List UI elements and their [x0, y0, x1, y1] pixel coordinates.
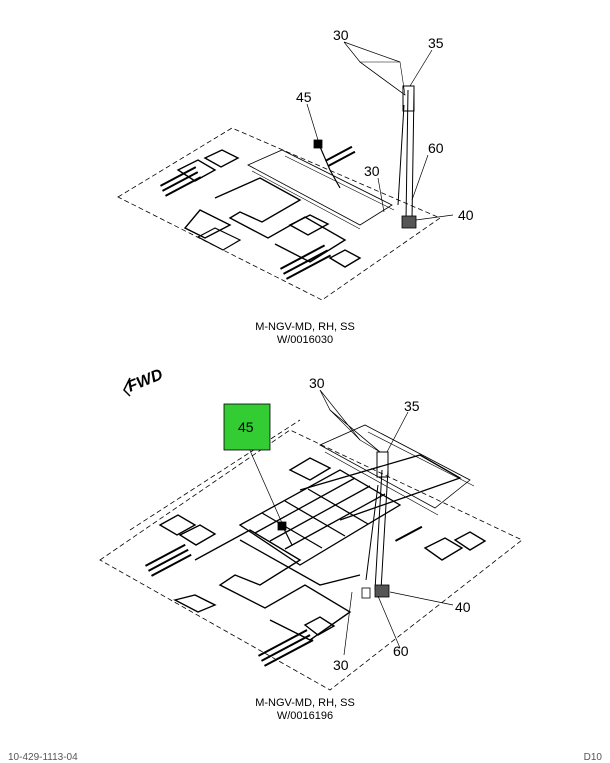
diagram-2-callouts: 30 35 45 40 60 30	[238, 375, 471, 673]
diagram-2	[99, 389, 523, 691]
caption-1-line2: W/0016030	[276, 334, 334, 346]
callout-60: 60	[428, 140, 444, 156]
caption-1: M-NGV-MD, RH, SS W/0016030	[0, 321, 610, 347]
floor-panel-1	[117, 127, 441, 301]
callout-35: 35	[428, 35, 444, 51]
fwd-label: FWD	[125, 366, 166, 396]
caption-1-line1: M-NGV-MD, RH, SS	[255, 321, 355, 333]
fwd-indicator: FWD	[123, 366, 166, 397]
callout-45-highlighted[interactable]: 45	[238, 419, 254, 435]
heater-mat-2	[238, 469, 402, 566]
floor-hump-1	[247, 149, 393, 226]
callout-30-bottom: 30	[333, 657, 349, 673]
callout-60: 60	[393, 643, 409, 659]
diagram-1-callouts: 30 35 45 60 30 40	[296, 27, 474, 223]
harness-1	[214, 177, 347, 263]
callout-40: 40	[455, 599, 471, 615]
floor-panel-2	[99, 429, 523, 691]
leader-lines-1	[306, 41, 454, 221]
callout-30-top: 30	[333, 27, 349, 43]
floor-hump-2	[319, 424, 471, 509]
callout-35: 35	[404, 398, 420, 414]
diagram-1	[117, 41, 454, 301]
callout-45-highlight[interactable]	[223, 403, 271, 451]
caption-2-line2: W/0016196	[276, 710, 334, 722]
belt-retractor-2	[376, 451, 389, 478]
seat-belt-2	[365, 469, 389, 591]
caption-2: M-NGV-MD, RH, SS W/0016196	[0, 697, 610, 723]
footer-left: 10-429-1113-04	[8, 752, 78, 763]
harness-2	[194, 529, 352, 641]
callout-45: 45	[296, 89, 312, 105]
callout-30-top: 30	[309, 375, 325, 391]
callout-40: 40	[458, 207, 474, 223]
belt-retractor-1	[402, 85, 415, 112]
caption-2-line1: M-NGV-MD, RH, SS	[255, 697, 355, 709]
callout-30-mid: 30	[364, 163, 380, 179]
sensor-1	[317, 141, 341, 189]
footer-right: D10	[583, 752, 602, 763]
